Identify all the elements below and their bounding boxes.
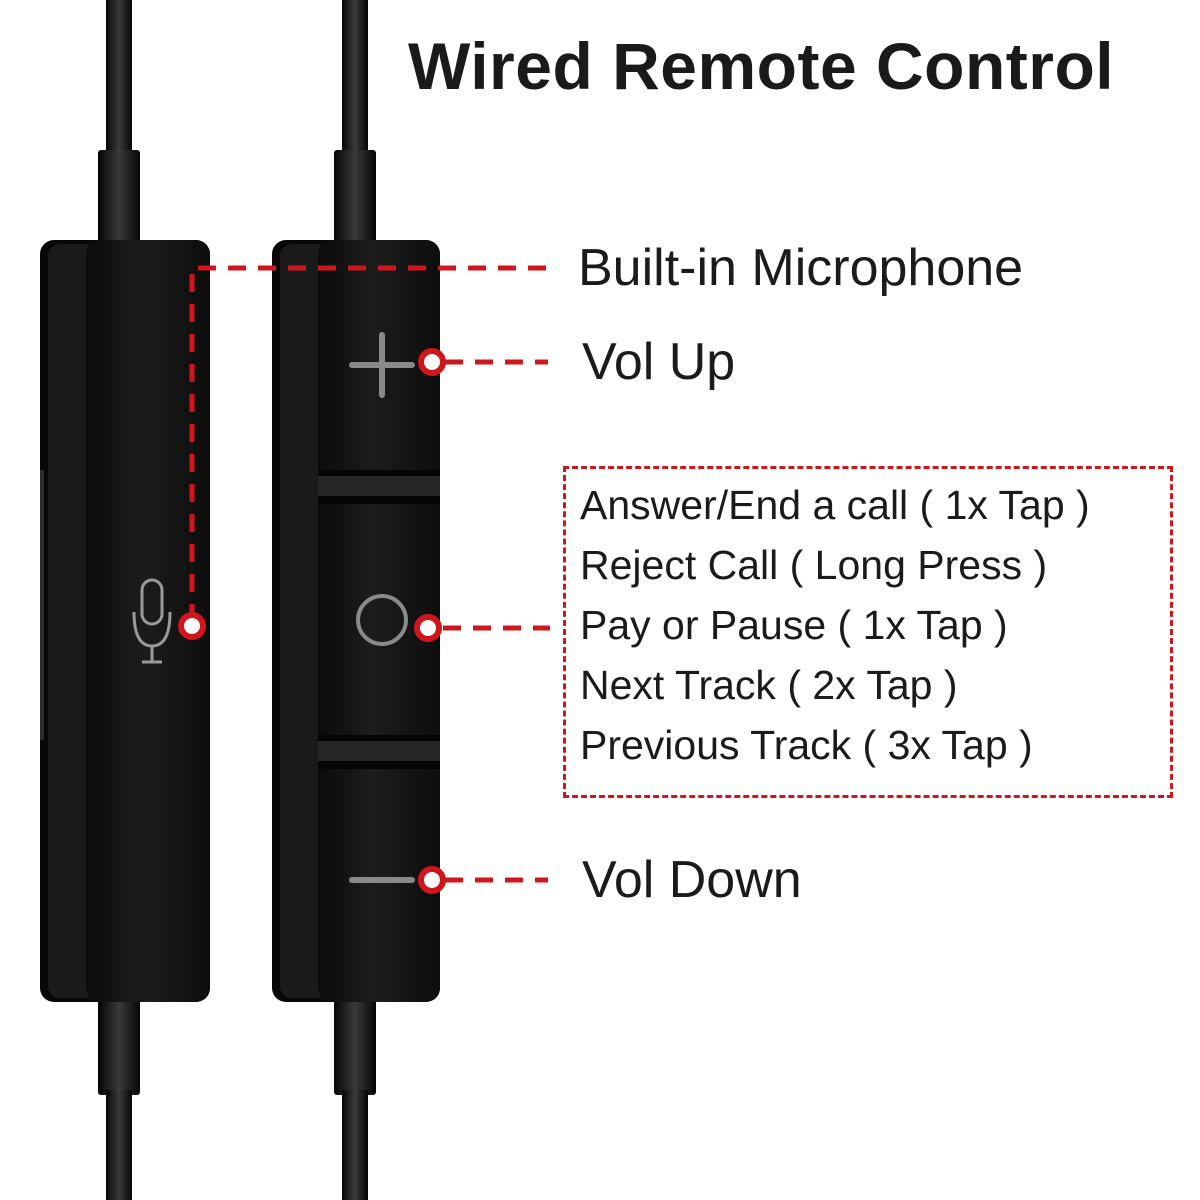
label-vol-up: Vol Up bbox=[582, 333, 736, 391]
page-title: Wired Remote Control bbox=[408, 29, 1115, 103]
function-play-pause: Pay or Pause ( 1x Tap ) bbox=[580, 602, 1008, 648]
function-box bbox=[563, 466, 1173, 798]
label-microphone: Built-in Microphone bbox=[578, 239, 1024, 297]
function-answer-end-call: Answer/End a call ( 1x Tap ) bbox=[580, 482, 1090, 528]
play-pause-circle-icon bbox=[356, 594, 408, 646]
right-remote-body bbox=[272, 240, 440, 1002]
function-previous-track: Previous Track ( 3x Tap ) bbox=[580, 722, 1033, 768]
function-reject-call: Reject Call ( Long Press ) bbox=[580, 542, 1048, 588]
microphone-icon bbox=[132, 578, 172, 664]
callout-dots bbox=[178, 348, 446, 894]
left-remote-body bbox=[40, 240, 210, 1002]
label-vol-down: Vol Down bbox=[582, 851, 802, 909]
plus-icon bbox=[349, 332, 415, 398]
callout-lines bbox=[189, 265, 550, 883]
function-next-track: Next Track ( 2x Tap ) bbox=[580, 662, 958, 708]
left-cable bbox=[98, 0, 140, 1200]
right-cable bbox=[334, 0, 376, 1200]
